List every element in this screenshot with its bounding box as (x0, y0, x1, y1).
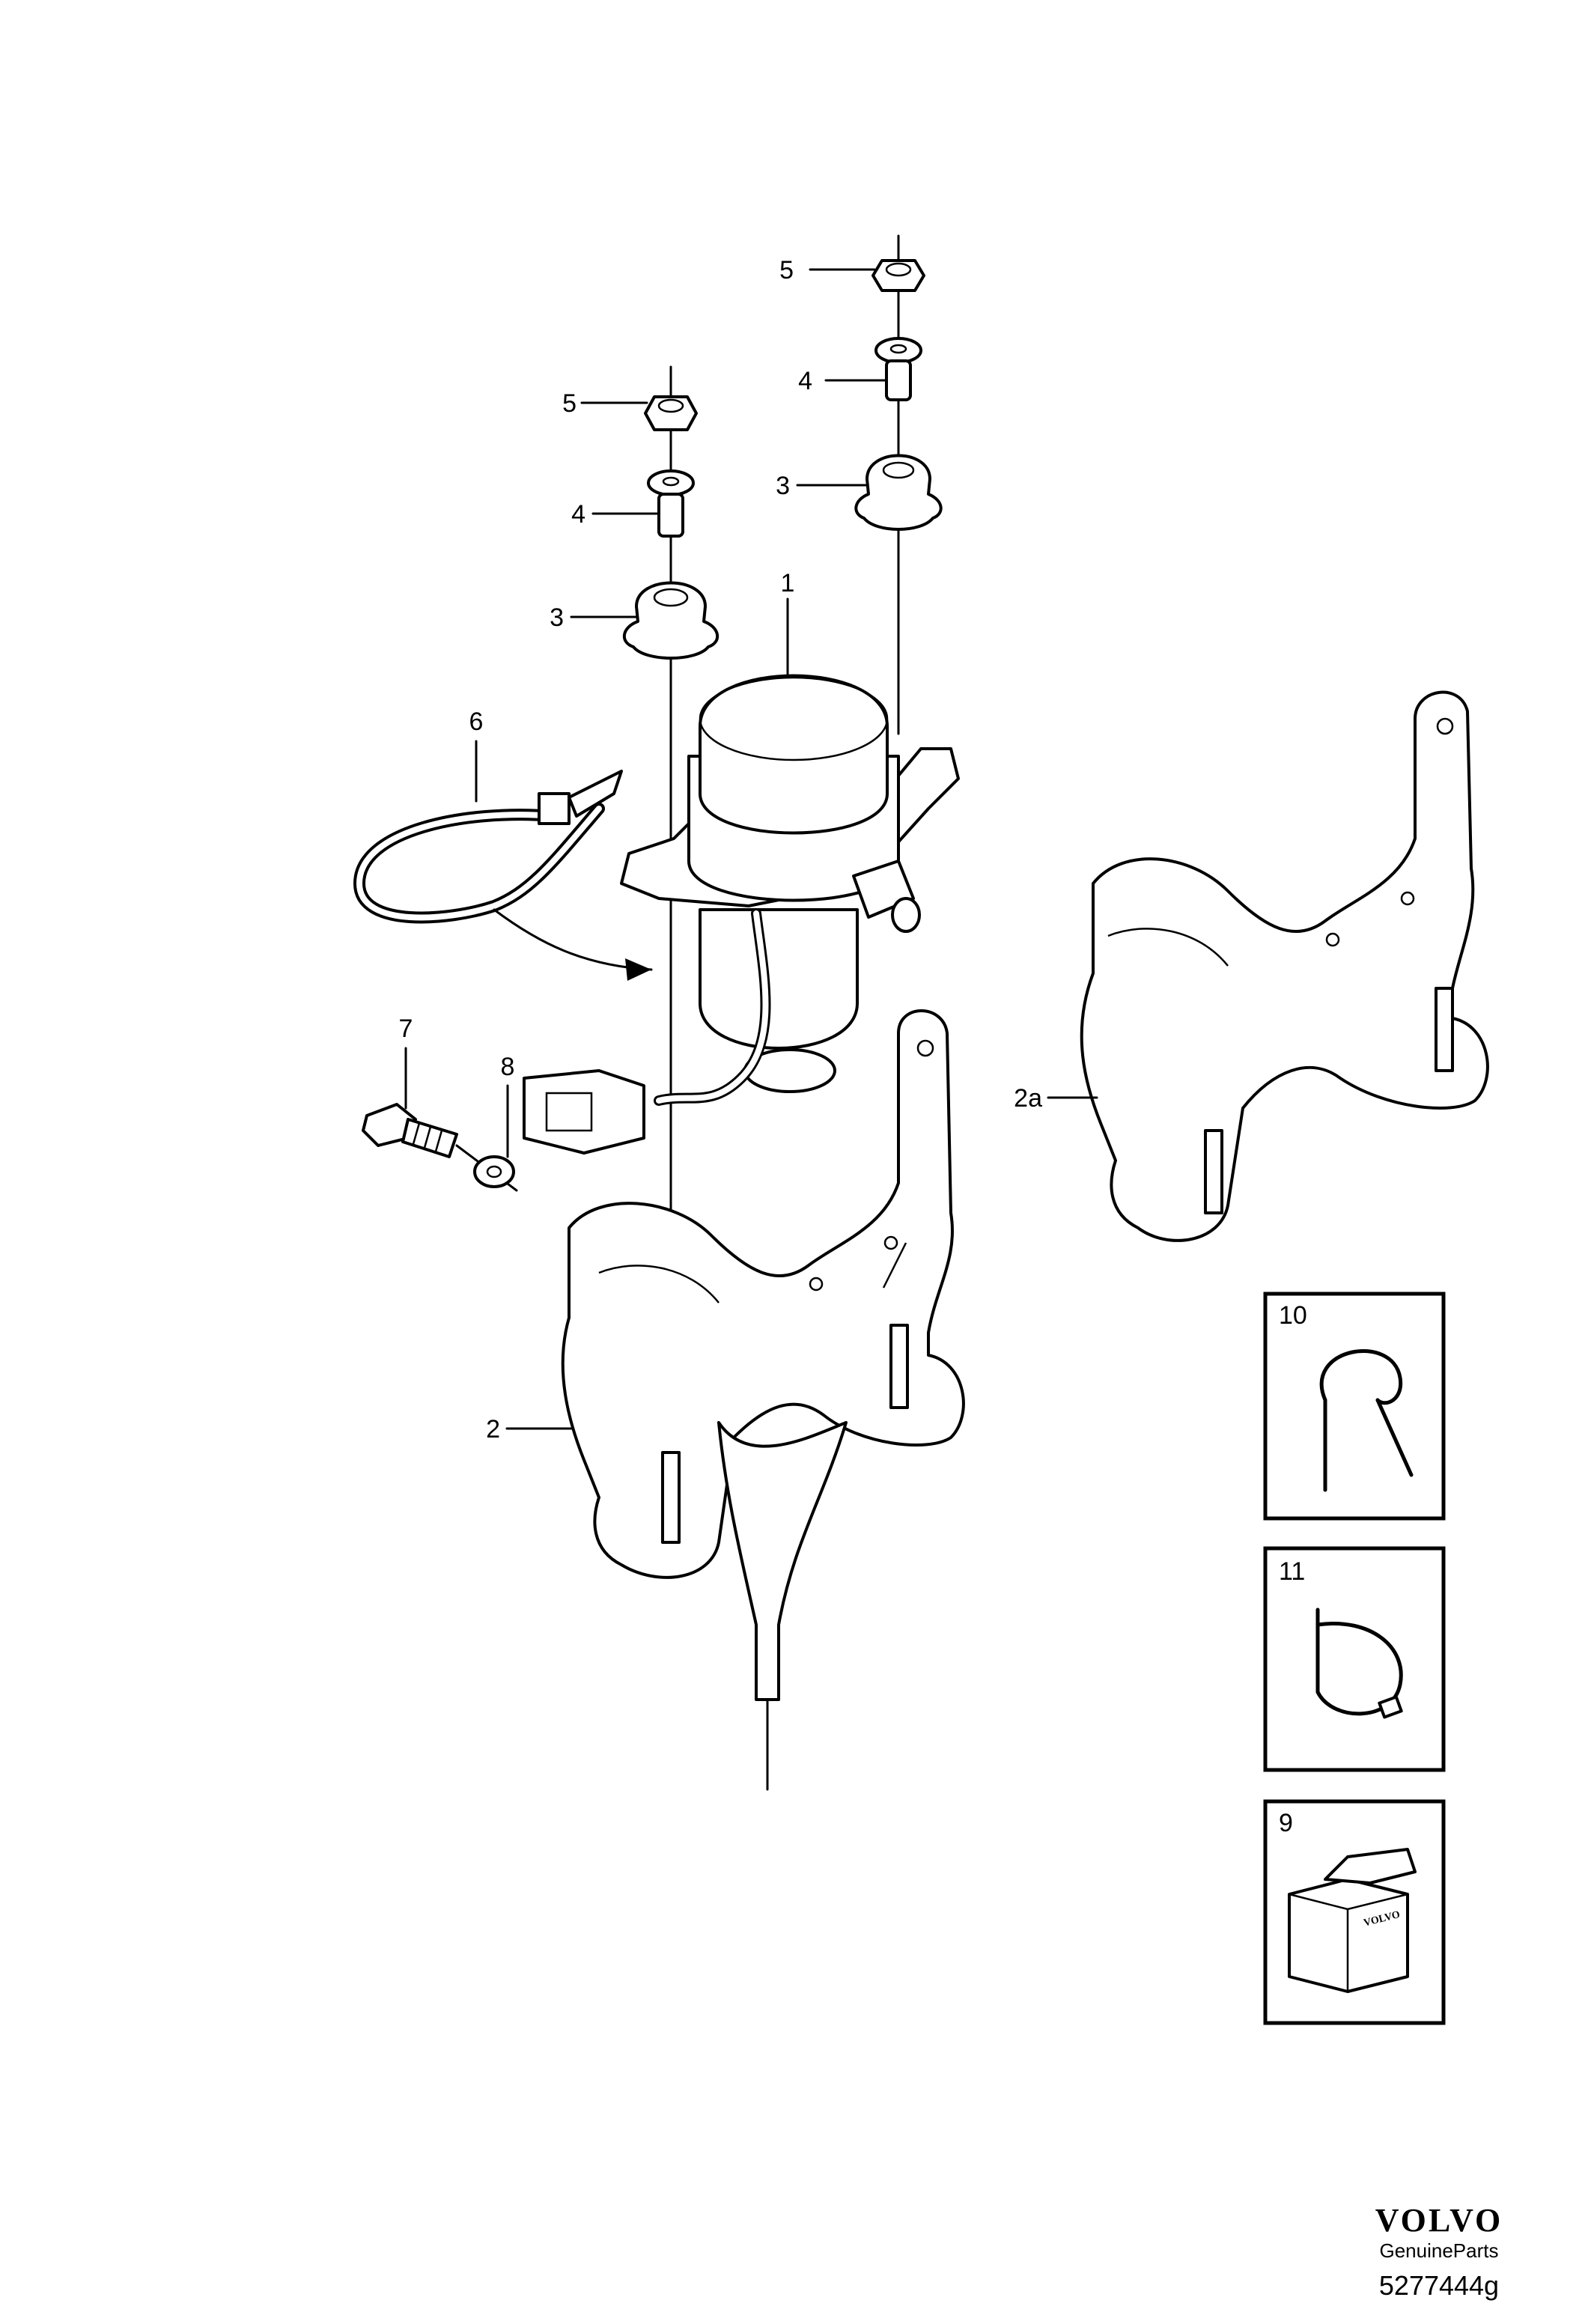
bolt (362, 1103, 458, 1158)
leader-lines (404, 268, 1098, 1430)
callout-2: 2 (486, 1415, 500, 1444)
bracket-variant (1080, 690, 1489, 1242)
detail-box-9: 9 VOLVO (1263, 1799, 1446, 2025)
spacer-sleeve-left (647, 469, 695, 538)
vacuum-pump (523, 674, 960, 1155)
clip-icon (1319, 1348, 1414, 1492)
volvo-logo: VOLVO (1375, 2202, 1503, 2239)
hose-clamp-icon (1315, 1607, 1403, 1719)
bracket (561, 1009, 965, 1579)
genuine-parts-label: GenuineParts (1380, 2239, 1499, 2262)
washer (473, 1155, 515, 1188)
callout-8: 8 (501, 1053, 515, 1081)
diagram-number: 5277444g (1379, 2270, 1499, 2301)
nut-left (644, 395, 698, 431)
callout-2a: 2a (1014, 1084, 1042, 1113)
hose-outlet (717, 1421, 848, 1791)
rubber-mount-left (623, 581, 719, 660)
callout-4-left: 4 (571, 500, 585, 529)
callout-1: 1 (781, 569, 795, 597)
parts-kit-box-icon: VOLVO (1288, 1848, 1417, 1993)
callout-5-right: 5 (779, 256, 794, 285)
rubber-mount-right (854, 454, 943, 531)
detail-box-10: 10 (1263, 1292, 1446, 1521)
cable-tie (353, 770, 653, 981)
callout-11: 11 (1279, 1557, 1305, 1586)
callout-7: 7 (399, 1015, 413, 1043)
callout-3-left: 3 (550, 603, 564, 632)
detail-box-11: 11 (1263, 1546, 1446, 1772)
spacer-sleeve-right (874, 337, 922, 401)
callout-4-right: 4 (798, 367, 812, 395)
right-fastener-stack (854, 234, 943, 735)
nut-right (871, 259, 925, 292)
callout-5-left: 5 (562, 389, 577, 418)
callout-3-right: 3 (776, 472, 790, 500)
callout-9: 9 (1279, 1809, 1293, 1837)
callout-10: 10 (1279, 1301, 1307, 1330)
left-fastener-stack (623, 365, 719, 1536)
callout-6: 6 (469, 708, 484, 736)
